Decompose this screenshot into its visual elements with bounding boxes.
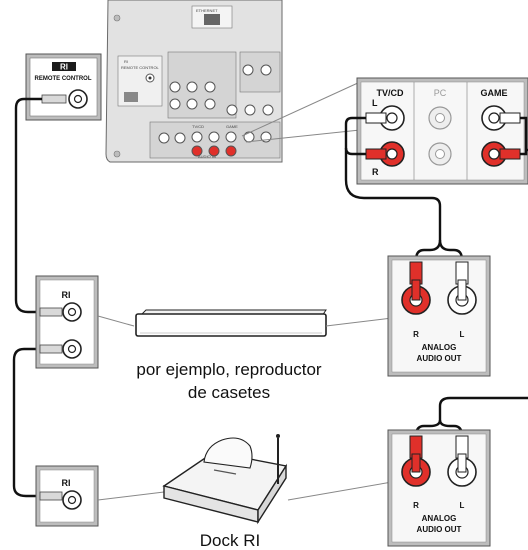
cassette-player (135, 309, 327, 337)
receiver-rear-panel: ETHERNET RI REMOTE CONTROL AUDIO IN TV/C… (105, 0, 283, 163)
dock-analog-out-panel: R L ANALOG AUDIO OUT (387, 429, 491, 547)
ri-logo-text: RI (60, 63, 68, 72)
pc-input-label: PC (434, 88, 447, 98)
dock-ri-label: RI (62, 478, 71, 488)
cassette-caption-line1: por ejemplo, reproductor (136, 360, 322, 379)
ethernet-label: ETHERNET (196, 8, 218, 13)
game-red-plug (499, 148, 521, 160)
cassette-out-audio-out-label: AUDIO OUT (417, 354, 462, 363)
ri-dock (162, 434, 288, 525)
ri-cable-2 (12, 347, 44, 498)
dock-out-l-label: L (460, 501, 465, 510)
cassette-out-r-label: R (413, 330, 419, 339)
panel-audio-in-label: AUDIO IN (198, 154, 216, 159)
cassette-out-l-label: L (460, 330, 465, 339)
panel-game-small-label: GAME (226, 124, 238, 129)
ri-logo-box (52, 62, 76, 71)
panel-tvcd-small-label: TV/CD (192, 124, 204, 129)
cassette-caption-line2: de casetes (188, 383, 270, 402)
tv-cd-input-label: TV/CD (377, 88, 405, 98)
cassette-ri-label: RI (62, 290, 71, 300)
tvcd-cable (344, 148, 442, 240)
audio-inputs-callout: TV/CD PC GAME L R (356, 77, 528, 185)
panel-ri-small-label: RI (124, 59, 128, 64)
dock-ri-panel: RI (35, 465, 99, 527)
game-white-plug (499, 112, 521, 124)
game-cable-loop (520, 116, 528, 156)
ri-remote-control-label: REMOTE CONTROL (35, 76, 92, 82)
dock-caption: Dock RI (200, 531, 260, 550)
dock-out-analog-label: ANALOG (422, 514, 457, 523)
dock-audio-cable-r (414, 396, 528, 444)
tvcd-cable-loop (344, 116, 366, 156)
dock-out-audio-out-label: AUDIO OUT (417, 525, 462, 534)
tvcd-white-plug (365, 112, 387, 124)
ri-plug-top (41, 94, 67, 104)
tvcd-red-plug (365, 148, 387, 160)
cassette-ri-panel: RI (35, 275, 99, 369)
cassette-analog-out-panel: R L ANALOG AUDIO OUT (387, 255, 491, 377)
l-channel-label: L (372, 98, 378, 108)
cassette-out-analog-label: ANALOG (422, 343, 457, 352)
dock-out-r-label: R (413, 501, 419, 510)
ri-cable-1 (14, 97, 44, 314)
game-input-label: GAME (481, 88, 508, 98)
r-channel-label: R (372, 167, 379, 177)
panel-remote-small-label: REMOTE CONTROL (121, 65, 160, 70)
ri-remote-callout: RI REMOTE CONTROL (25, 53, 102, 121)
